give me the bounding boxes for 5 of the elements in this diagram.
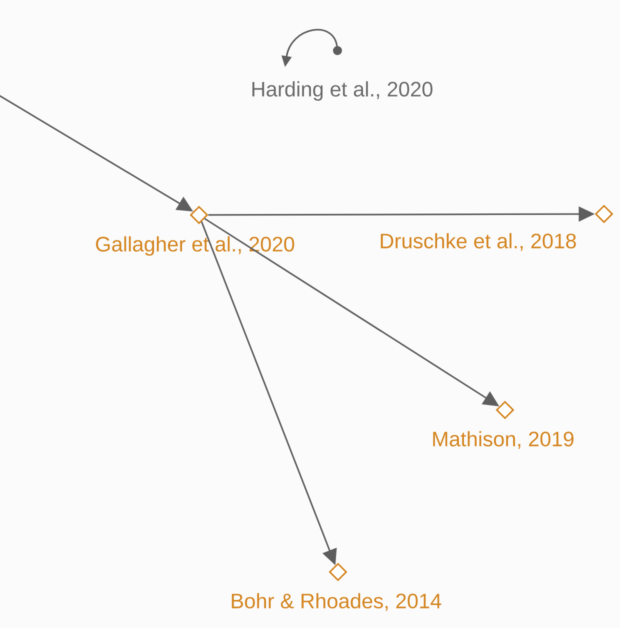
- citation-label: Bohr & Rhoades, 2014: [232, 593, 442, 611]
- citation-label: Gallagher et al., 2020: [96, 236, 294, 256]
- citation-label: Mathison, 2019: [433, 431, 574, 449]
- citation-label: Druschke et al., 2018: [380, 233, 576, 251]
- citation-label: Harding et al., 2020: [252, 81, 432, 101]
